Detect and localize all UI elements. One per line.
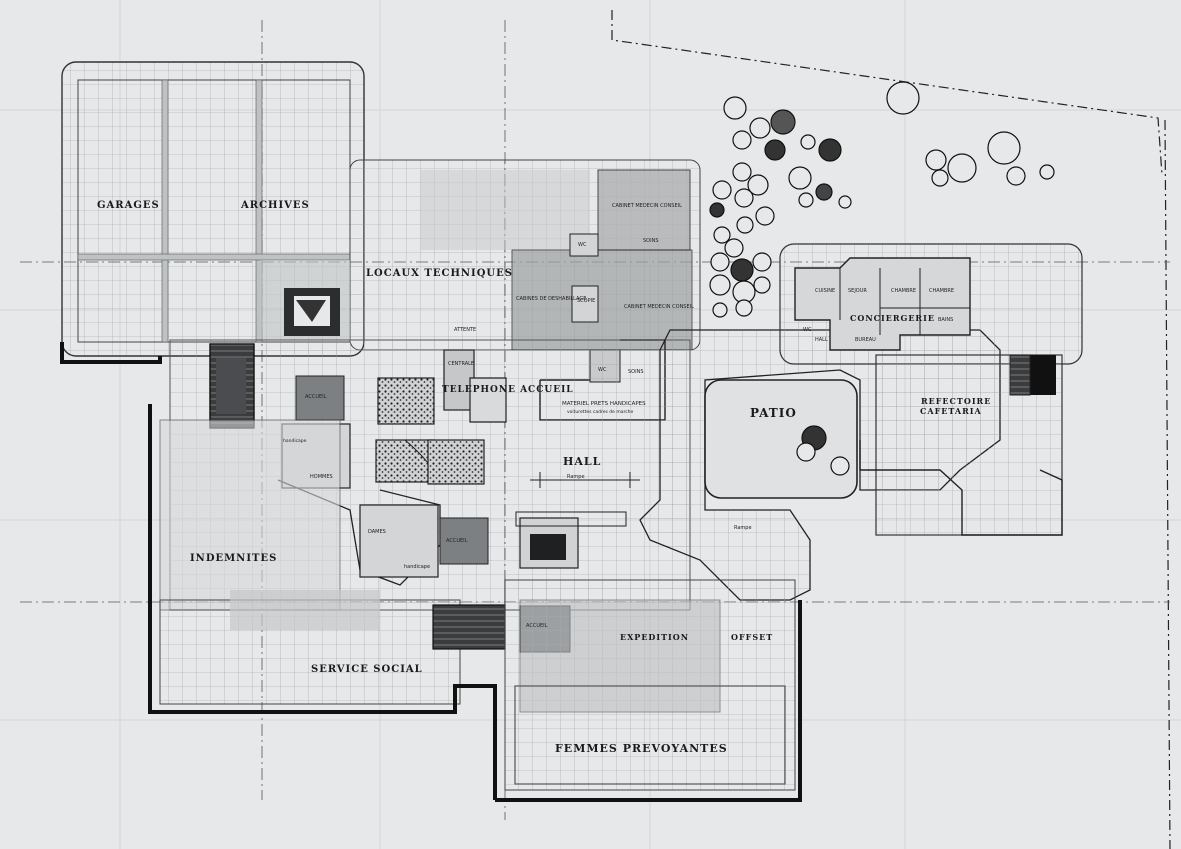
label-bains: BAINS <box>938 317 953 323</box>
indemnites-service-social-block <box>148 404 571 800</box>
label-femmes-prevoyantes: FEMMES PREVOYANTES <box>555 742 728 755</box>
label-attente: ATTENTE <box>454 327 476 333</box>
label-dames: DAMES <box>368 529 386 535</box>
label-cuisine: CUISINE <box>815 288 835 294</box>
label-wc-concierge: WC <box>803 327 812 333</box>
label-archives: ARCHIVES <box>240 200 310 211</box>
label-conciergerie: CONCIERGERIE <box>850 313 935 323</box>
label-soins-top: SOINS <box>643 238 659 244</box>
label-scopie: SCOPIE <box>577 298 595 304</box>
label-wc-top: WC <box>578 242 587 248</box>
label-expedition: EXPEDITION <box>620 632 689 642</box>
label-chambre-1: CHAMBRE <box>891 288 916 294</box>
conciergerie-refectoire-block <box>779 243 1083 536</box>
label-wc-bottom: WC <box>598 367 607 373</box>
label-handicape-2: handicape <box>404 564 430 570</box>
label-centrale: CENTRALE <box>448 361 474 367</box>
label-telephone-accueil: TELEPHONE ACCUEIL <box>442 385 574 395</box>
label-locaux-techniques: LOCAUX TECHNIQUES <box>366 268 513 279</box>
label-patio: PATIO <box>750 406 797 420</box>
label-hommes: HOMMES <box>310 474 333 480</box>
label-indemnites: INDEMNITES <box>190 553 277 564</box>
label-garages: GARAGES <box>97 200 160 211</box>
label-hall: HALL <box>563 455 601 468</box>
label-cafetaria: CAFETARIA <box>920 406 982 416</box>
label-accueil-3: ACCUEIL <box>526 623 548 629</box>
label-cabinet-medecin-conseil-2: CABINET MEDECIN CONSEIL <box>624 304 694 310</box>
label-accueil-2: ACCUEIL <box>446 538 468 544</box>
label-rampe-2: Rampe <box>734 525 752 531</box>
label-soins-bottom: SOINS <box>628 369 644 375</box>
label-rampe-1: Rampe <box>567 474 585 480</box>
label-offset: OFFSET <box>731 632 773 642</box>
label-service-social: SERVICE SOCIAL <box>311 664 423 675</box>
labels: GARAGES ARCHIVES LOCAUX TECHNIQUES CABIN… <box>97 200 991 755</box>
label-bureau: BUREAU <box>855 337 876 343</box>
label-hall-concierge: HALL <box>815 337 828 343</box>
label-cabines-deshabillage: CABINES DE DESHABILLAGE <box>516 296 586 302</box>
label-refectoire: REFECTOIRE <box>921 396 991 406</box>
label-materiel-sub: voiturettes cadres de marche <box>567 409 634 415</box>
label-sejour: SEJOUR <box>848 288 867 294</box>
label-chambre-2: CHAMBRE <box>929 288 954 294</box>
property-boundary <box>611 10 1171 849</box>
label-cabinet-medecin-conseil-top: CABINET MEDECIN CONSEIL <box>612 203 682 209</box>
trees <box>709 81 1055 476</box>
label-materiel: MATERIEL PRETS HANDICAPES <box>562 401 646 407</box>
label-accueil-1: ACCUEIL <box>305 394 327 400</box>
femmes-prevoyantes-block <box>495 579 802 802</box>
label-handicape-1: handicape <box>283 438 307 444</box>
